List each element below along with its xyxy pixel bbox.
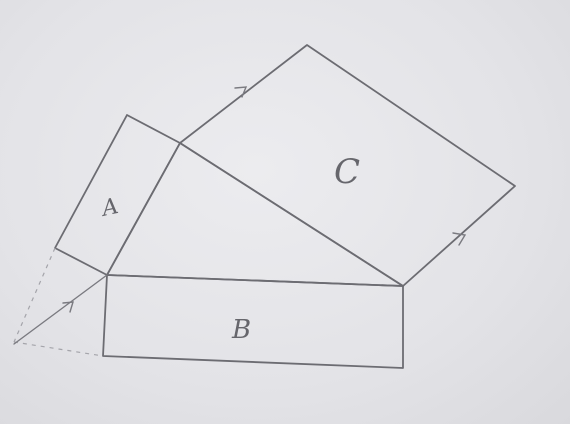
dashed-construction-upper: [13, 247, 56, 343]
extension-line: [13, 274, 108, 345]
label-a: A: [98, 194, 121, 222]
dashed-construction-lower: [13, 341, 104, 357]
arrow-top-edge-icon: [234, 86, 248, 98]
central-triangle: [106, 142, 404, 287]
square-a: [54, 114, 181, 276]
label-b: B: [231, 315, 251, 345]
arrow-right-edge-icon: [452, 232, 467, 246]
label-c: C: [334, 152, 360, 192]
arrow-lower-left-icon: [62, 301, 74, 313]
square-b: [102, 274, 404, 369]
